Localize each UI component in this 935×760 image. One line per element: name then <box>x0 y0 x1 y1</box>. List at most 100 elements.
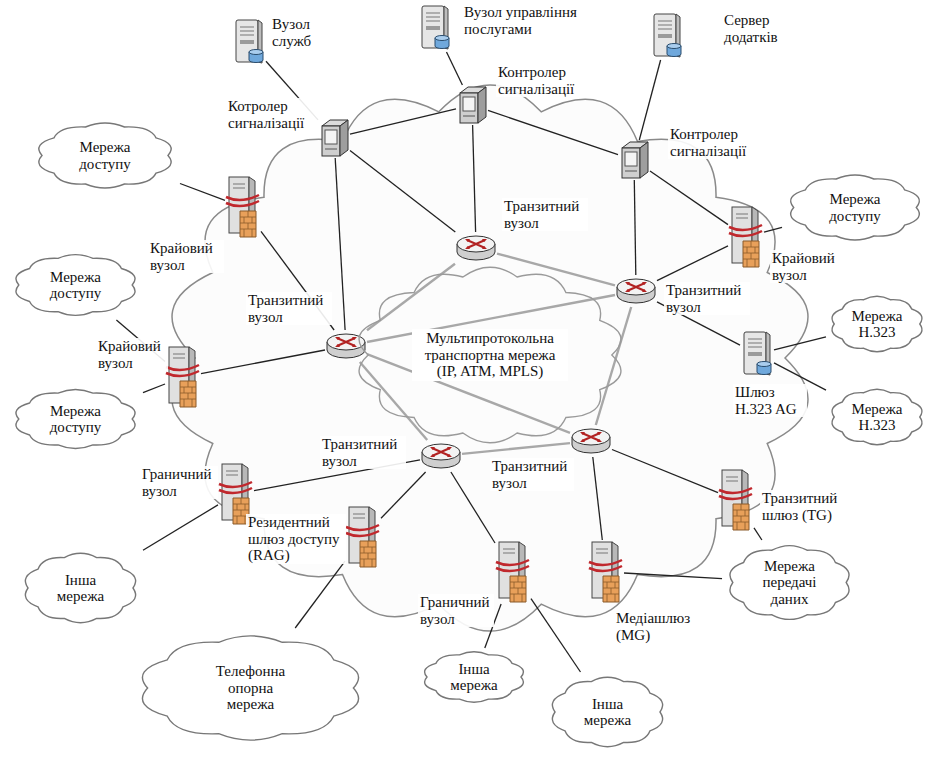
node-label: Крайовий вузол <box>148 240 224 273</box>
ctrl-icon-part <box>640 142 648 178</box>
server-icon-part <box>426 17 440 18</box>
edge-icon-part <box>353 518 365 519</box>
cloud-outline <box>16 389 135 448</box>
router-icon-part <box>625 282 647 292</box>
edge-icon <box>718 468 754 532</box>
edge-icon-part <box>719 488 752 499</box>
ctrl-icon <box>618 140 650 180</box>
server-icon-part <box>757 362 771 367</box>
router-icon-part <box>457 236 495 252</box>
network-label: Телефонна опорна мережа <box>211 663 291 713</box>
server-node: Сервер додатків <box>650 12 684 60</box>
edge-icon <box>495 540 531 604</box>
edge-icon-part <box>603 576 619 602</box>
transit-router: Транзитний вузол <box>570 425 612 457</box>
server-icon-part <box>748 352 762 356</box>
router-icon-part <box>580 432 602 442</box>
cloud-text-box: Мультипротокольна транспортна мережа (IP… <box>345 255 635 455</box>
server-icon-part <box>667 44 681 49</box>
ctrl-icon-part <box>463 97 475 111</box>
ctrl-icon-part <box>625 171 637 172</box>
network-cloud: Мережа H.323 <box>826 292 928 356</box>
node-label: Транзитний вузол <box>490 458 574 491</box>
edge-icon-part <box>226 195 259 206</box>
node-label: Транзитний шлюз (TG) <box>760 490 850 523</box>
edge-icon-part <box>736 218 748 219</box>
cloud-outline <box>552 677 662 746</box>
edge-icon-part <box>726 477 738 478</box>
server-icon-part <box>249 50 263 55</box>
network-label: Мережа доступу <box>31 269 121 302</box>
cloud-outline <box>142 636 358 740</box>
network-cloud: Інша мережа <box>18 548 143 628</box>
edge-icon-part <box>726 481 738 482</box>
link-line <box>180 184 225 201</box>
router-icon-part <box>572 429 610 445</box>
router-icon-part <box>337 338 355 346</box>
signaling-controller: Контролер сигналізації <box>618 140 650 180</box>
ctrl-icon-part <box>325 130 337 144</box>
edge-icon-part <box>589 560 622 571</box>
ctrl-icon <box>318 118 350 158</box>
ctrl-icon-part <box>463 116 475 117</box>
server-icon-part <box>748 347 762 348</box>
edge-gateway-node: Крайовий вузол <box>165 345 201 409</box>
link-line <box>639 60 660 140</box>
router-icon-part <box>467 240 485 248</box>
ctrl-icon <box>456 85 488 125</box>
link-line <box>350 150 455 232</box>
transit-router: Транзитний вузол <box>615 275 657 307</box>
cloud-outline <box>832 296 922 352</box>
network-label: Мультипротокольна транспортна мережа (IP… <box>412 329 568 381</box>
server-icon-part <box>658 25 672 26</box>
edge-icon <box>225 175 261 239</box>
cloud-text-box: Інша мережа <box>545 672 670 752</box>
router-icon-part <box>432 448 450 456</box>
cloud-text-box: Мережа передачі даних <box>722 540 857 625</box>
edge-icon-part <box>729 225 762 236</box>
edge-gateway-node: Крайовий вузол <box>225 175 261 239</box>
node-label: Котролер сигналізації <box>226 98 320 131</box>
node-label: Граничний вузол <box>418 594 494 627</box>
node-label: Крайовий вузол <box>96 338 168 371</box>
edge-icon <box>588 540 624 604</box>
ctrl-icon-part <box>340 120 348 156</box>
server-icon-part <box>240 31 254 32</box>
router-icon <box>420 440 462 472</box>
cloud-outline <box>425 652 524 702</box>
server-icon <box>740 330 774 378</box>
signaling-controller: Котролер сигналізації <box>318 118 350 158</box>
edge-icon-part <box>173 354 185 355</box>
link-line <box>657 246 728 281</box>
router-icon <box>615 275 657 307</box>
ctrl-icon-part <box>622 148 640 178</box>
edge-icon-part <box>219 482 252 493</box>
router-icon-part <box>422 444 460 460</box>
cloud-text-box: Мережа доступу <box>8 250 143 320</box>
edge-gateway-node: Медіашлюз (MG) <box>588 540 624 604</box>
link-line <box>593 457 603 540</box>
edge-gateway-node: Резидентний шлюз доступу (RAG) <box>345 505 381 569</box>
node-label: Контролер сигналізації <box>668 126 762 159</box>
server-icon-part <box>658 34 672 38</box>
ctrl-icon-part <box>325 149 337 150</box>
edge-gateway-node: Транзитний шлюз (TG) <box>718 468 754 532</box>
edge-icon-part <box>603 576 619 602</box>
network-label: Мережа H.323 <box>846 308 908 341</box>
link-line <box>624 573 722 579</box>
server-node: Вузол управління послугами <box>418 4 452 52</box>
link-line <box>447 52 463 85</box>
link-line <box>754 528 762 540</box>
network-label: Інша мережа <box>439 661 509 694</box>
ctrl-icon-part <box>322 126 340 156</box>
server-icon-part <box>426 26 440 30</box>
link-line <box>295 561 345 628</box>
network-label: Мережа передачі даних <box>750 558 830 608</box>
ctrl-icon-part <box>460 93 478 123</box>
edge-icon-part <box>596 553 608 554</box>
edge-icon-part <box>233 188 245 189</box>
edge-icon-part <box>226 475 238 476</box>
edge-icon-part <box>743 241 759 267</box>
signaling-controller: Контролер сигналізації <box>456 85 488 125</box>
server-icon-part <box>658 29 672 30</box>
